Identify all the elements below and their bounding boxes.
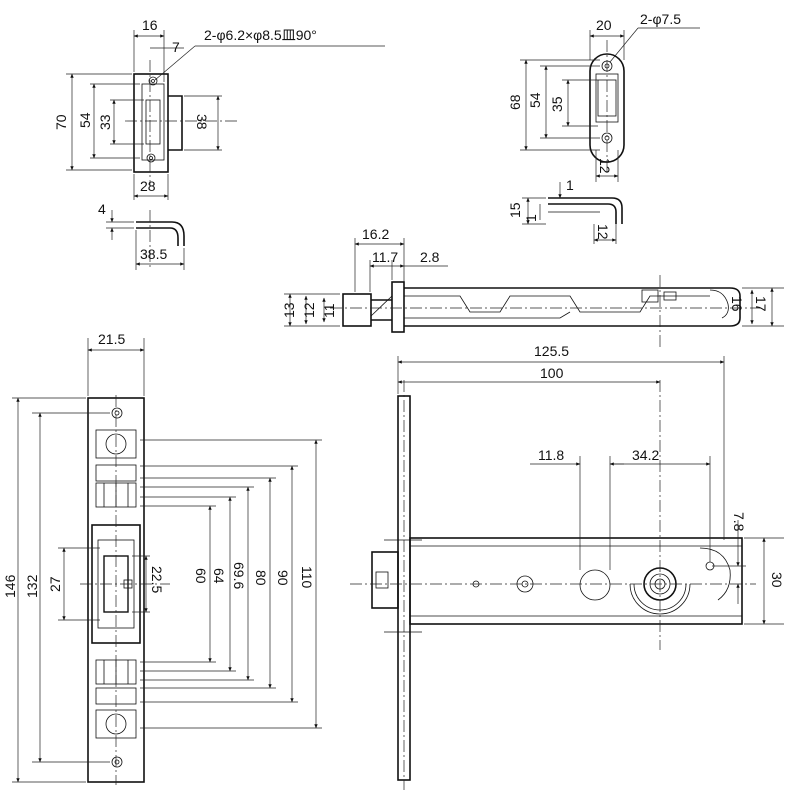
dim-146-label: 146 bbox=[2, 574, 18, 598]
dim-38-label: 38 bbox=[194, 114, 210, 130]
dim-1-label: 1 bbox=[566, 177, 574, 193]
dim-125-5-label: 125.5 bbox=[534, 343, 569, 359]
dim-20-label: 20 bbox=[596, 17, 612, 33]
dim-11-label: 11 bbox=[321, 303, 337, 318]
dim-17-label: 17 bbox=[753, 296, 769, 312]
lock-body-dimensions: 125.5 100 11.8 34.2 7.8 30 bbox=[397, 343, 785, 625]
dim-12-label: 12 bbox=[597, 158, 613, 174]
lock-top-view bbox=[330, 275, 760, 350]
dim-54b-label: 54 bbox=[527, 92, 543, 108]
face-plate-dimensions: 21.5 146 132 27 22.5 60 64 69.6 bbox=[2, 331, 322, 783]
dim-80-label: 80 bbox=[253, 570, 269, 586]
dim-11-8-label: 11.8 bbox=[538, 447, 564, 463]
strike-plate-side-view: 4 38.5 bbox=[98, 201, 185, 270]
cover-front-view bbox=[589, 40, 625, 175]
strike-hole-note: 2-φ6.2×φ8.5皿90° bbox=[204, 27, 317, 43]
dim-38-5-label: 38.5 bbox=[140, 246, 167, 262]
dim-1b-label: 1 bbox=[523, 214, 539, 222]
dim-13-label: 13 bbox=[281, 302, 297, 318]
dim-60-label: 60 bbox=[193, 568, 209, 584]
face-plate-front-view bbox=[80, 395, 170, 785]
dim-16-label: 16 bbox=[142, 17, 158, 33]
cover-hole-note: 2-φ7.5 bbox=[640, 11, 681, 27]
dim-30-label: 30 bbox=[769, 572, 785, 588]
cover-dimensions: 20 2-φ7.5 68 54 35 12 bbox=[507, 11, 700, 182]
dim-110-label: 110 bbox=[299, 566, 315, 589]
dim-54-label: 54 bbox=[77, 112, 93, 128]
dim-22-5-label: 22.5 bbox=[149, 566, 165, 593]
dim-16-2-label: 16.2 bbox=[362, 226, 389, 242]
dim-34-2-label: 34.2 bbox=[632, 447, 659, 463]
dim-35-label: 35 bbox=[549, 96, 565, 112]
dim-16-top-label: 16 bbox=[729, 296, 745, 312]
dim-12-top-label: 12 bbox=[301, 302, 317, 318]
dim-132-label: 132 bbox=[24, 574, 40, 598]
dim-70-label: 70 bbox=[53, 114, 69, 130]
dim-64-label: 64 bbox=[211, 568, 227, 584]
dim-28-label: 28 bbox=[140, 178, 156, 194]
dim-21-5-label: 21.5 bbox=[98, 331, 125, 347]
dim-7-8-label: 7.8 bbox=[731, 512, 747, 532]
strike-plate-dimensions: 16 7 2-φ6.2×φ8.5皿90° 70 54 33 38 28 bbox=[53, 17, 385, 200]
cover-side-view: 15 1 1 12 bbox=[507, 177, 623, 244]
dim-2-8-label: 2.8 bbox=[420, 249, 440, 265]
dim-33-label: 33 bbox=[97, 114, 113, 130]
dim-100-label: 100 bbox=[540, 365, 564, 381]
dim-69-6-label: 69.6 bbox=[231, 562, 247, 589]
dim-27-label: 27 bbox=[47, 576, 63, 592]
dim-12b-label: 12 bbox=[595, 224, 611, 240]
lock-body-front-view bbox=[350, 380, 756, 790]
dim-68-label: 68 bbox=[507, 94, 523, 110]
strike-plate-front-view bbox=[125, 60, 240, 185]
dim-90-label: 90 bbox=[275, 570, 291, 586]
dim-15-label: 15 bbox=[507, 202, 523, 218]
dim-11-7-label: 11.7 bbox=[372, 249, 398, 265]
dim-7-label: 7 bbox=[172, 39, 180, 55]
dim-4-label: 4 bbox=[98, 201, 106, 217]
lock-top-view-dimensions: 16.2 11.7 2.8 13 12 11 16 17 bbox=[281, 226, 784, 327]
